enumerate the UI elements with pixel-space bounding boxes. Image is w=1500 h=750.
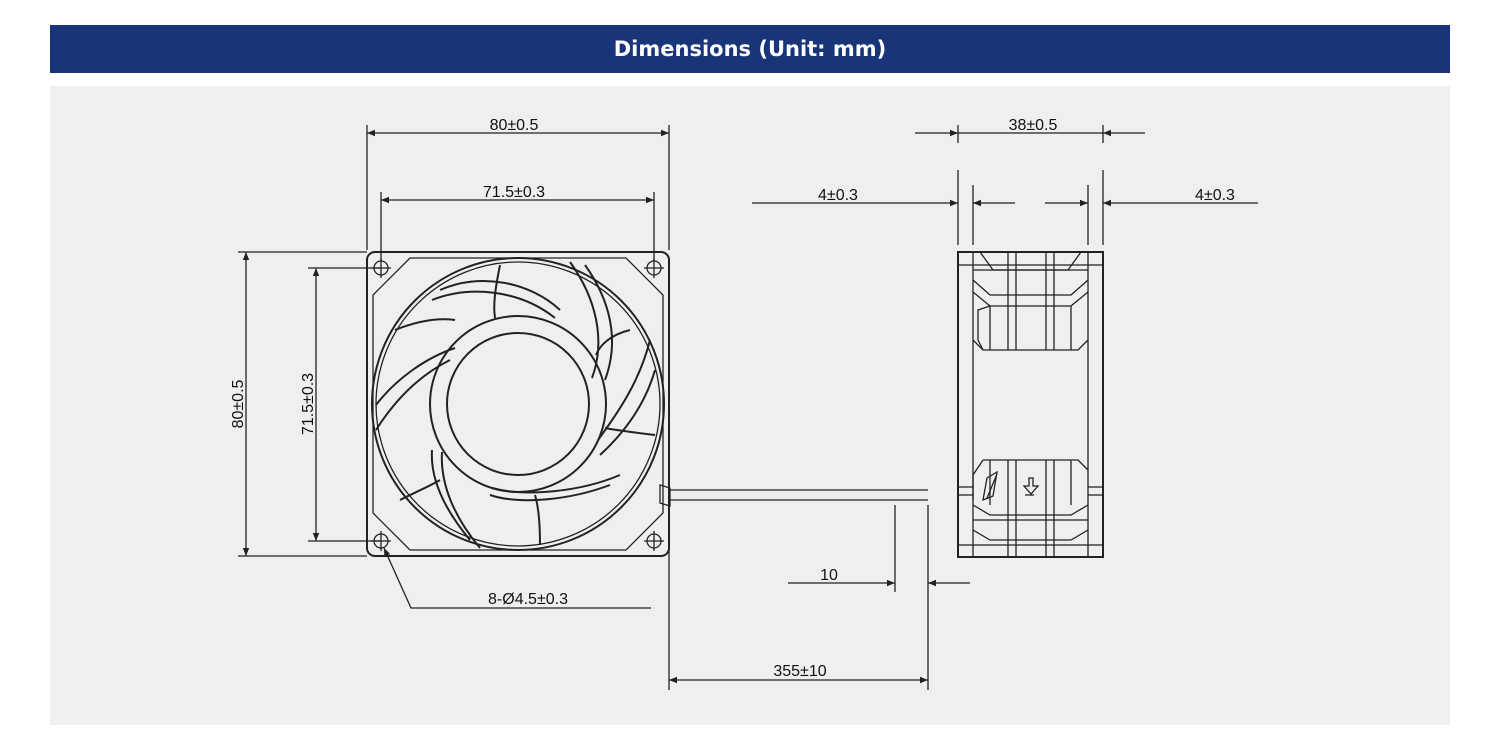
fan-cable [670, 489, 928, 501]
dim-mounting-holes: 8-Ø4.5±0.3 [488, 591, 568, 608]
side-dimension-lines [752, 125, 1258, 245]
dim-height-outer: 80±0.5 [230, 379, 247, 428]
dim-flange-left: 4±0.3 [818, 187, 858, 204]
dim-width-outer: 80±0.5 [490, 117, 539, 134]
front-dimension-lines [238, 125, 970, 690]
dim-depth: 38±0.5 [1009, 117, 1058, 134]
dim-flange-right: 4±0.3 [1195, 187, 1235, 204]
fan-side-view [957, 251, 1104, 558]
dim-strip-length: 10 [820, 567, 838, 584]
drawing-panel [50, 86, 1450, 725]
fan-front-view [366, 251, 671, 557]
fan-blades [375, 261, 656, 549]
section-title: Dimensions (Unit: mm) [613, 37, 887, 61]
section-header: Dimensions (Unit: mm) [50, 25, 1450, 73]
dim-lead-length: 355±10 [773, 663, 826, 680]
dim-width-holes: 71.5±0.3 [483, 184, 545, 201]
dim-height-holes: 71.5±0.3 [300, 373, 317, 435]
